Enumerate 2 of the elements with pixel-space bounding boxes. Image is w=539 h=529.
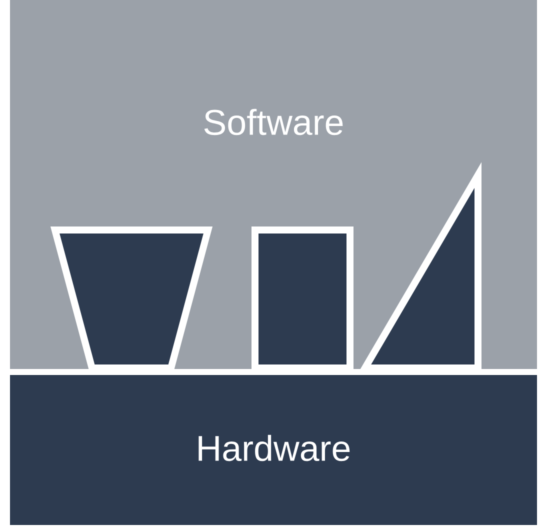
layer-box: Hardware	[10, 375, 537, 525]
rectangle-shape	[252, 226, 354, 372]
